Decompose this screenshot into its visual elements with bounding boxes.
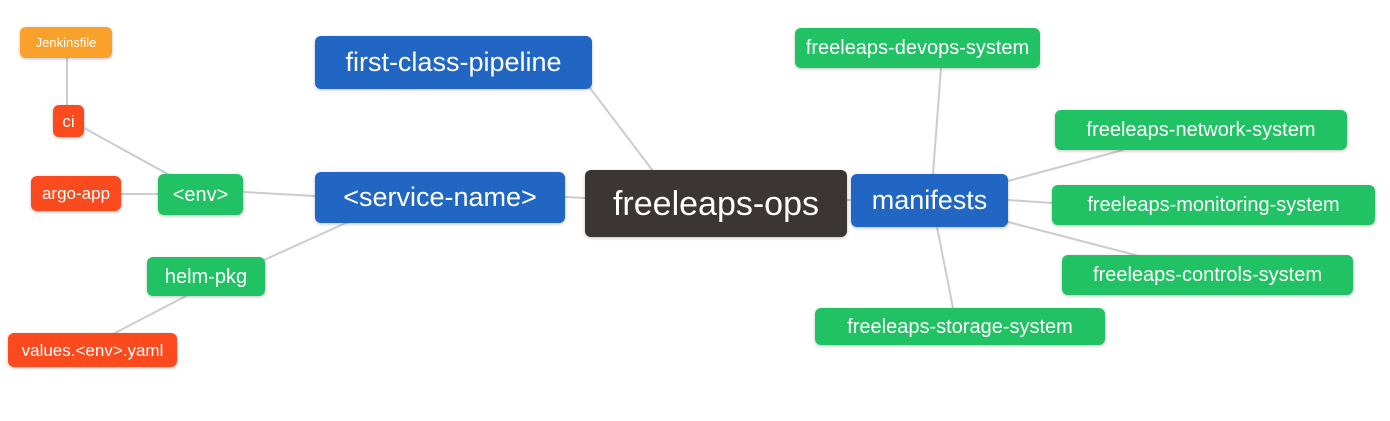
node-manifests[interactable]: manifests: [851, 174, 1008, 227]
node-label: argo-app: [41, 184, 111, 203]
node-devops-system[interactable]: freeleaps-devops-system: [795, 28, 1040, 68]
node-label: Jenkinsfile: [35, 35, 97, 50]
node-label: <env>: [172, 183, 229, 206]
node-storage-system[interactable]: freeleaps-storage-system: [815, 308, 1105, 345]
node-label: first-class-pipeline: [345, 47, 562, 77]
edge-env-to-service-name: [242, 191, 316, 197]
edge-ci-to-env: [83, 127, 174, 178]
edge-manifests-to-storage-system: [936, 226, 954, 309]
node-label: values.<env>.yaml: [21, 340, 164, 360]
node-service-name[interactable]: <service-name>: [315, 172, 565, 223]
node-ci[interactable]: ci: [53, 105, 84, 137]
node-label: freeleaps-devops-system: [805, 37, 1030, 59]
edge-service-name-to-freeleaps-ops: [564, 196, 586, 199]
node-helm-pkg[interactable]: helm-pkg: [147, 257, 265, 296]
node-label: helm-pkg: [164, 265, 248, 288]
node-values-env-yaml[interactable]: values.<env>.yaml: [8, 333, 177, 367]
edge-values-env-yaml-to-helm-pkg: [114, 295, 187, 334]
edge-manifests-to-network-system: [1007, 149, 1124, 182]
node-freeleaps-ops[interactable]: freeleaps-ops: [585, 170, 847, 237]
edge-first-class-pipeline-to-freeleaps-ops: [589, 87, 654, 172]
node-label: freeleaps-storage-system: [847, 315, 1073, 338]
node-label: freeleaps-monitoring-system: [1087, 194, 1340, 216]
node-label: freeleaps-ops: [612, 184, 819, 223]
node-label: manifests: [871, 185, 988, 215]
edge-helm-pkg-to-service-name: [263, 221, 349, 261]
node-label: <service-name>: [343, 182, 537, 212]
node-argo-app[interactable]: argo-app: [31, 176, 121, 211]
edge-manifests-to-controls-system: [1007, 221, 1144, 258]
edge-manifests-to-devops-system: [932, 67, 942, 175]
node-jenkinsfile[interactable]: Jenkinsfile: [20, 27, 112, 58]
node-label: ci: [62, 111, 75, 131]
edge-manifests-to-monitoring-system: [1007, 199, 1053, 204]
node-monitoring-system[interactable]: freeleaps-monitoring-system: [1052, 185, 1375, 225]
node-env[interactable]: <env>: [158, 174, 243, 215]
node-network-system[interactable]: freeleaps-network-system: [1055, 110, 1347, 150]
node-first-class-pipeline[interactable]: first-class-pipeline: [315, 36, 592, 89]
node-controls-system[interactable]: freeleaps-controls-system: [1062, 255, 1353, 295]
node-label: freeleaps-network-system: [1086, 119, 1316, 141]
node-label: freeleaps-controls-system: [1093, 264, 1322, 286]
